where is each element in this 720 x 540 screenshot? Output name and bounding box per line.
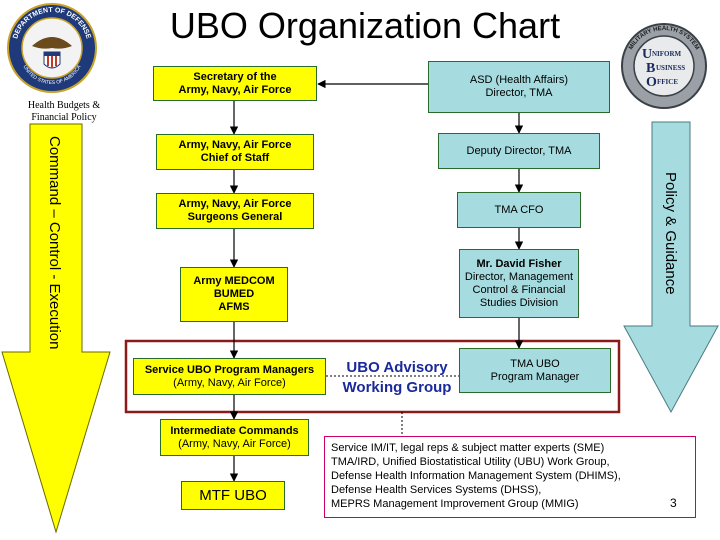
sme-box: Service IM/IT, legal reps & subject matt… xyxy=(324,436,696,518)
medcom-line1: Army MEDCOM xyxy=(193,275,275,287)
medcom-line3: AFMS xyxy=(218,301,250,313)
surgeons-line2: Surgeons General xyxy=(187,211,283,223)
sme-line1: Service IM/IT, legal reps & subject matt… xyxy=(331,442,605,454)
cfo-label: TMA CFO xyxy=(494,203,544,216)
advisory-group-label: UBO Advisory Working Group xyxy=(326,358,468,398)
mtf-ubo-label: MTF UBO xyxy=(199,487,267,504)
intermediate-commands-box: Intermediate Commands (Army, Navy, Air F… xyxy=(160,419,309,456)
fisher-line1: Mr. David Fisher xyxy=(476,257,562,270)
asd-line2: Director, TMA xyxy=(485,87,553,99)
secretary-box: Secretary of the Army, Navy, Air Force xyxy=(153,66,317,101)
surgeons-line1: Army, Navy, Air Force xyxy=(178,198,292,210)
tma-ubo-line2: Program Manager xyxy=(490,370,580,383)
dod-seal-icon: DEPARTMENT OF DEFENSE UNITED STATES OF A… xyxy=(7,3,97,93)
surgeons-general-box: Army, Navy, Air Force Surgeons General xyxy=(156,193,314,229)
sme-line3: Defense Health Information Management Sy… xyxy=(331,470,621,482)
command-arrow-label: Command – Control - Execution xyxy=(46,136,63,350)
fisher-box: Mr. David Fisher Director, Management Co… xyxy=(459,249,579,318)
subhead-line2: Financial Policy xyxy=(31,112,97,123)
page-title: UBO Organization Chart xyxy=(169,5,561,46)
page-number: 3 xyxy=(670,496,677,510)
logo-text1: NIFORM xyxy=(652,50,682,58)
sme-line2: TMA/IRD, Unified Biostatistical Utility … xyxy=(331,456,610,468)
asd-box: ASD (Health Affairs) Director, TMA xyxy=(428,61,610,113)
secretary-line1: Secretary of the xyxy=(193,70,277,83)
sme-line4: Defense Health Services Systems (DHSS), xyxy=(331,484,542,496)
subhead: Health Budgets & Financial Policy xyxy=(14,100,114,124)
medcom-line2: BUMED xyxy=(213,288,255,300)
svg-text:O: O xyxy=(646,75,657,90)
policy-arrow-label: Policy & Guidance xyxy=(662,172,679,295)
asd-line1: ASD (Health Affairs) xyxy=(469,74,569,86)
logo-text3: FFICE xyxy=(657,78,678,86)
fisher-line4: Studies Division xyxy=(479,296,559,309)
service-ubo-line1: Service UBO Program Managers xyxy=(144,363,315,376)
fisher-line3: Control & Financial xyxy=(472,283,566,296)
logo-text2: USINESS xyxy=(656,64,685,72)
deputy-label: Deputy Director, TMA xyxy=(466,144,572,157)
intermediate-line1: Intermediate Commands xyxy=(170,424,299,437)
advisory-group-frame xyxy=(124,339,621,414)
tma-ubo-box: TMA UBO Program Manager xyxy=(459,348,611,393)
sme-line5: MEPRS Management Improvement Group (MMIG… xyxy=(331,498,579,510)
chief-line2: Chief of Staff xyxy=(200,152,270,164)
service-ubo-box: Service UBO Program Managers (Army, Navy… xyxy=(133,358,326,395)
svg-text:B: B xyxy=(646,61,655,76)
secretary-line2: Army, Navy, Air Force xyxy=(178,83,292,96)
chief-of-staff-box: Army, Navy, Air Force Chief of Staff xyxy=(156,134,314,170)
mtf-ubo-box: MTF UBO xyxy=(181,481,285,510)
deputy-director-box: Deputy Director, TMA xyxy=(438,133,600,169)
fisher-line2: Director, Management xyxy=(464,270,574,283)
svg-text:U: U xyxy=(642,47,652,62)
subhead-line1: Health Budgets & xyxy=(27,100,101,111)
intermediate-line2: (Army, Navy, Air Force) xyxy=(178,437,291,450)
medcom-box: Army MEDCOM BUMED AFMS xyxy=(180,267,288,322)
tma-ubo-line1: TMA UBO xyxy=(510,357,560,370)
policy-arrow xyxy=(623,121,719,414)
service-ubo-line2: (Army, Navy, Air Force) xyxy=(173,376,286,389)
command-arrow xyxy=(1,123,111,534)
advisory-line1: UBO Advisory xyxy=(346,359,448,376)
tma-cfo-box: TMA CFO xyxy=(457,192,581,228)
uniform-business-office-logo-icon: MILITARY HEALTH SYSTEM U NIFORM B USINES… xyxy=(621,23,707,109)
chief-line1: Army, Navy, Air Force xyxy=(178,139,292,151)
advisory-line2: Working Group xyxy=(342,379,452,396)
